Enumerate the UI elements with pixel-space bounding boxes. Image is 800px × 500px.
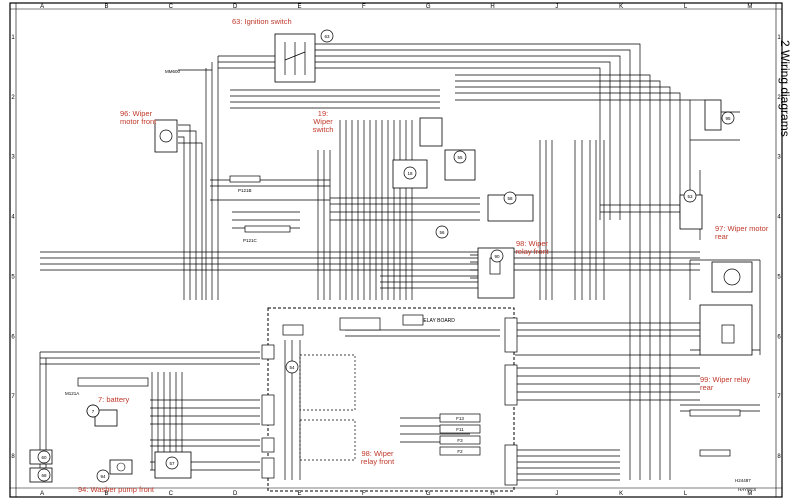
grid-column-label: A bbox=[40, 491, 44, 497]
fuse-label: F11 bbox=[456, 427, 464, 432]
grid-column-label: A bbox=[40, 4, 44, 10]
component-number-text: 94 bbox=[100, 474, 106, 479]
label-wiper-switch: 19: Wiper switch bbox=[312, 109, 334, 134]
grid-row-label: 1 bbox=[777, 35, 781, 41]
component-number-marker bbox=[320, 29, 334, 43]
grid-row-label: 5 bbox=[777, 274, 781, 280]
wiper-motor-front-symbol bbox=[154, 119, 178, 153]
grid-row-label: 3 bbox=[11, 155, 15, 161]
component-number-text: 55 bbox=[457, 155, 463, 160]
grid-column-label: D bbox=[233, 491, 238, 497]
label-ignition-switch: 63: Ignition switch bbox=[232, 17, 292, 26]
grid-column-label: D bbox=[233, 4, 238, 10]
washer-pump-front-symbol bbox=[109, 459, 133, 475]
component-number-text: 95 bbox=[725, 116, 731, 121]
label-battery: 7: battery bbox=[98, 395, 130, 404]
label-wiper-motor-rear: 97: Wiper motor rear bbox=[715, 224, 769, 241]
fuse-label: F2 bbox=[457, 449, 463, 454]
grid-column-label: F bbox=[362, 4, 366, 10]
component-number-marker bbox=[503, 191, 517, 205]
component-number-text: 54 bbox=[289, 365, 295, 370]
grid-column-label: B bbox=[104, 491, 108, 497]
grid-column-label: H bbox=[490, 491, 494, 497]
label-wiper-relay-front-top: 98: Wiper relay front bbox=[515, 239, 549, 256]
page-side-title: 2 Wiring diagrams bbox=[778, 40, 792, 137]
component-number-marker bbox=[285, 360, 299, 374]
grid-column-label: G bbox=[426, 4, 431, 10]
component-number-text: 57 bbox=[169, 461, 175, 466]
component-number-text: 63 bbox=[324, 34, 330, 39]
grid-column-label: M bbox=[747, 4, 752, 10]
grid-row-label: 6 bbox=[11, 334, 15, 340]
component-number-marker bbox=[403, 166, 417, 180]
label-wiper-relay-rear: 99: Wiper relay rear bbox=[700, 375, 751, 392]
grid-column-label: M bbox=[747, 491, 752, 497]
component-number-marker bbox=[165, 456, 179, 470]
fuse-block: F13 F11 F3 F2 bbox=[439, 413, 481, 456]
grid-row-label: 1 bbox=[11, 35, 15, 41]
grid-row-label: 6 bbox=[777, 334, 781, 340]
label-wiper-motor-front: 96: Wiper motor front bbox=[120, 109, 157, 126]
grid-column-label: E bbox=[297, 4, 301, 10]
grid-column-label: K bbox=[619, 4, 623, 10]
component-number-text: 53 bbox=[687, 194, 693, 199]
grid-row-label: 2 bbox=[777, 95, 781, 101]
grid-column-label: F bbox=[362, 491, 366, 497]
grid-column-label: B bbox=[104, 4, 108, 10]
component-number-text: 60 bbox=[41, 455, 47, 460]
connector-p121b-label: P121B bbox=[238, 188, 252, 193]
grid-row-label: 5 bbox=[11, 274, 15, 280]
grid-row-label: 3 bbox=[777, 155, 781, 161]
connector-mm600-label: MM600 bbox=[165, 69, 181, 74]
grid-column-label: C bbox=[169, 491, 174, 497]
component-number-marker bbox=[96, 469, 110, 483]
wiper-switch-symbol bbox=[419, 117, 443, 147]
grid-column-label: J bbox=[555, 491, 558, 497]
wiper-relay-rear-symbol bbox=[699, 304, 753, 356]
grid-column-label: K bbox=[619, 491, 623, 497]
wiper-motor-rear-symbol bbox=[711, 261, 753, 293]
component-number-marker bbox=[490, 249, 504, 263]
grid-column-label: H bbox=[490, 4, 494, 10]
component-number-marker bbox=[721, 111, 735, 125]
grid-column-label: E bbox=[297, 491, 301, 497]
publisher-mark: HAYNES bbox=[738, 487, 756, 492]
fuse-label: F13 bbox=[456, 416, 464, 421]
component-number-text: 58 bbox=[507, 196, 513, 201]
grid-row-label: 7 bbox=[777, 394, 781, 400]
component-number-text: 18 bbox=[407, 171, 413, 176]
grid-column-label: L bbox=[684, 491, 688, 497]
component-number-text: 56 bbox=[439, 230, 445, 235]
wire-bundle bbox=[39, 43, 761, 481]
label-washer-pump-front: 94: Washer pump front bbox=[78, 485, 155, 494]
grid-row-label: 8 bbox=[777, 454, 781, 460]
component-number-marker bbox=[37, 468, 51, 482]
connector-p121c-label: P121C bbox=[243, 238, 258, 243]
component-number-text: 90 bbox=[494, 254, 500, 259]
component-number-marker bbox=[86, 404, 100, 418]
grid-row-label: 4 bbox=[11, 215, 15, 221]
grid-column-label: G bbox=[426, 491, 431, 497]
grid-row-label: 4 bbox=[777, 215, 781, 221]
grid-column-label: C bbox=[169, 4, 174, 10]
component-number-marker bbox=[435, 225, 449, 239]
component-number-marker bbox=[37, 450, 51, 464]
fuse-board-label: FUSE/RELAY BOARD bbox=[405, 318, 455, 324]
connector-m121a-label: M121A bbox=[65, 391, 79, 396]
label-wiper-relay-front-bottom: 98: Wiper relay front bbox=[360, 449, 395, 466]
grid-column-label: J bbox=[555, 4, 558, 10]
component-number-text: 7 bbox=[92, 409, 95, 414]
grid-row-label: 8 bbox=[11, 454, 15, 460]
drawing-reference: H24487 bbox=[735, 478, 751, 483]
battery-symbol bbox=[94, 409, 118, 427]
grid-row-label: 7 bbox=[11, 394, 15, 400]
fuse-label: F3 bbox=[457, 438, 463, 443]
grid-column-label: L bbox=[684, 4, 688, 10]
component-number-text: 68 bbox=[41, 473, 47, 478]
component-number-marker bbox=[683, 189, 697, 203]
component-number-marker bbox=[453, 150, 467, 164]
grid-row-label: 2 bbox=[11, 95, 15, 101]
